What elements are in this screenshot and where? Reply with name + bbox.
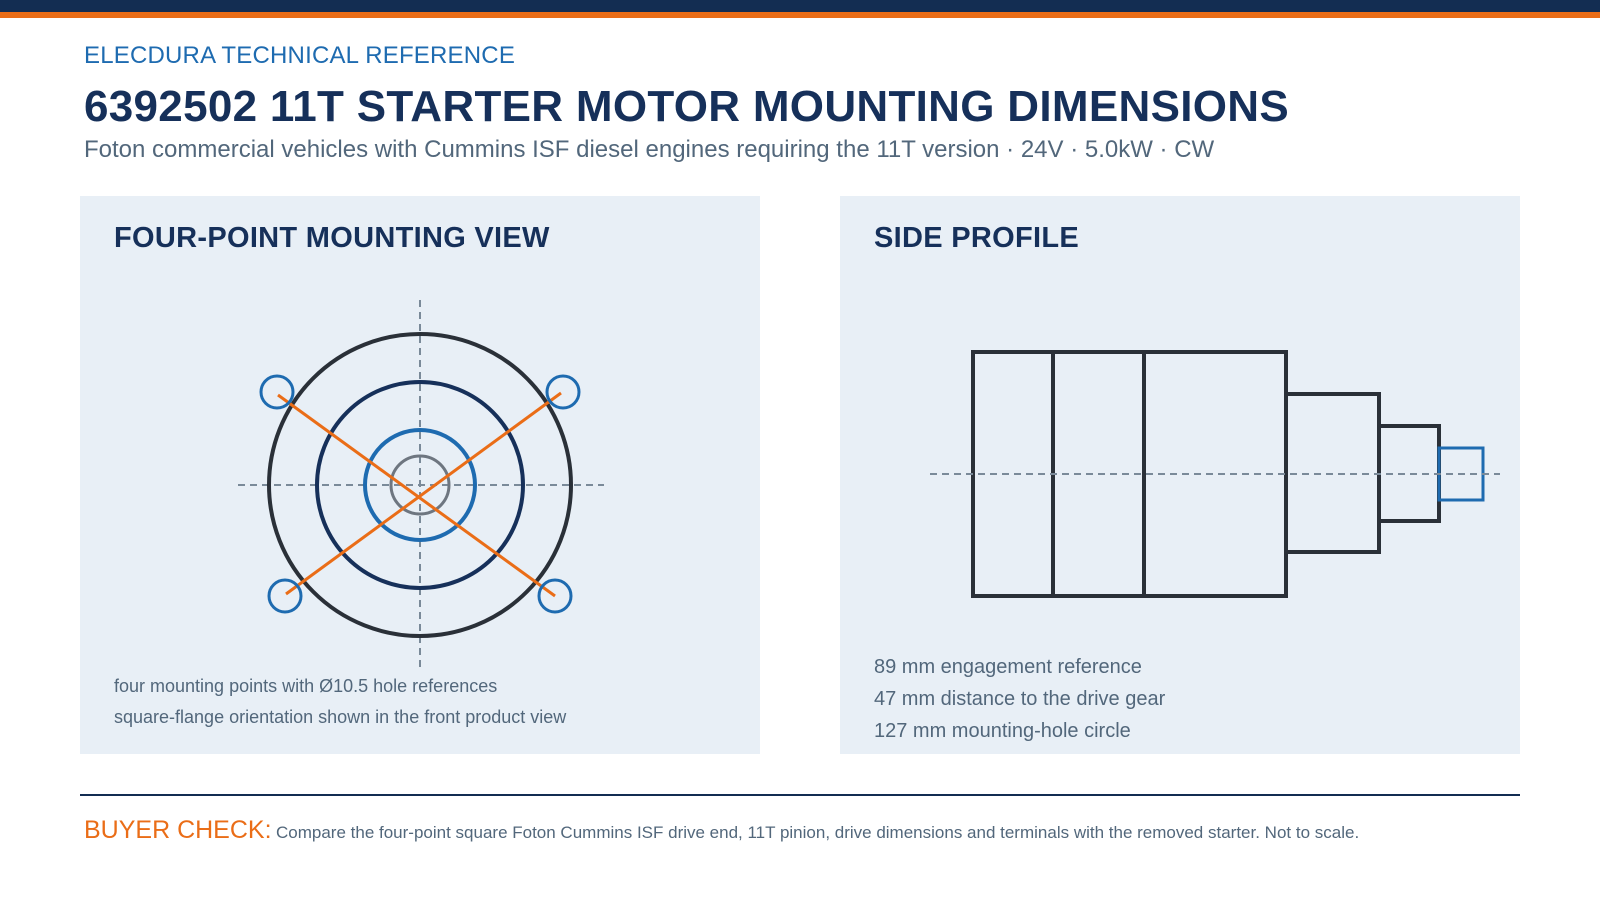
top-bar bbox=[0, 0, 1600, 12]
housing-circle bbox=[315, 380, 525, 590]
mounting-note-1: four mounting points with Ø10.5 hole ref… bbox=[114, 676, 498, 696]
mounting-view-title: FOUR-POINT MOUNTING VIEW bbox=[114, 222, 550, 254]
pilot-circle bbox=[363, 428, 477, 542]
mounting-view-drawing bbox=[238, 300, 604, 670]
footer-divider bbox=[80, 794, 1520, 796]
diagonal-line-b bbox=[285, 391, 562, 596]
side-profile-title: SIDE PROFILE bbox=[874, 222, 1080, 254]
side-spec-1: 89 mm engagement reference bbox=[874, 656, 1142, 678]
mounting-view-panel: FOUR-POINT MOUNTING VIEW four mounting p… bbox=[80, 196, 760, 754]
side-profile-panel: SIDE PROFILE 89 mm engagement reference … bbox=[840, 196, 1520, 754]
mounting-hole-top-left bbox=[259, 374, 295, 410]
side-spec-3: 127 mm mounting-hole circle bbox=[874, 720, 1131, 742]
diagonal-line-a bbox=[277, 393, 556, 598]
top-accent-bar bbox=[0, 12, 1600, 18]
buyer-check-footer: BUYER CHECK: Compare the four-point squa… bbox=[84, 816, 1359, 845]
side-spec-2: 47 mm distance to the drive gear bbox=[874, 688, 1166, 710]
buyer-check-text: Compare the four-point square Foton Cumm… bbox=[276, 823, 1360, 842]
shaft-circle bbox=[389, 454, 451, 516]
buyer-check-label: BUYER CHECK: bbox=[84, 816, 272, 844]
mounting-hole-top-right bbox=[545, 374, 581, 410]
brand-eyebrow: ELECDURA TECHNICAL REFERENCE bbox=[84, 42, 516, 69]
page-title: 6392502 11T STARTER MOTOR MOUNTING DIMEN… bbox=[84, 82, 1290, 131]
outer-flange-circle bbox=[267, 332, 573, 638]
mounting-hole-bottom-right bbox=[537, 578, 573, 614]
motor-body-front bbox=[1142, 350, 1288, 598]
side-profile-drawing bbox=[930, 350, 1500, 598]
mounting-hole-bottom-left bbox=[267, 578, 303, 614]
page-subtitle: Foton commercial vehicles with Cummins I… bbox=[84, 136, 1215, 163]
mounting-note-2: square-flange orientation shown in the f… bbox=[114, 707, 567, 727]
